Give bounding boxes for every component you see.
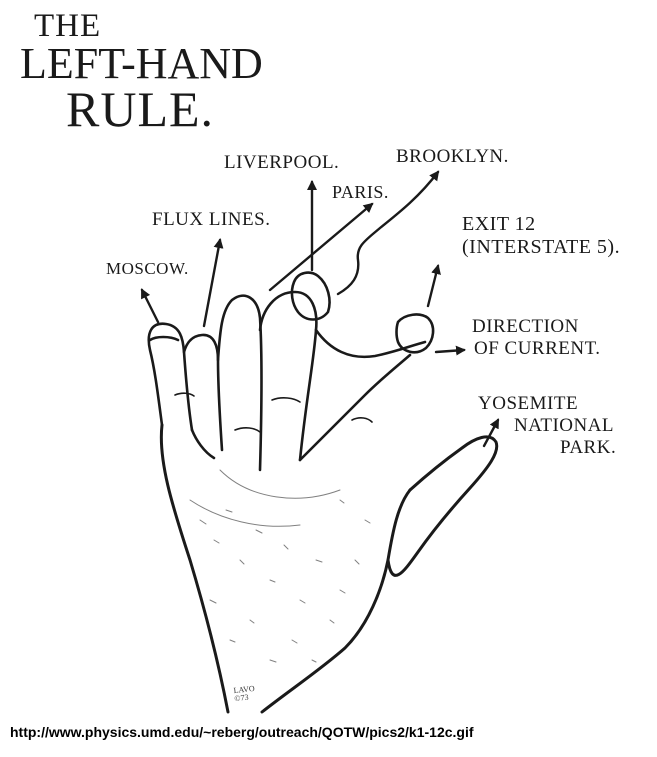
label-moscow: MOSCOW. (106, 259, 189, 278)
artist-signature: LAVO ©73 (233, 684, 256, 703)
source-url-caption: http://www.physics.umd.edu/~reberg/outre… (10, 724, 474, 740)
label-liverpool: LIVERPOOL. (224, 152, 340, 173)
label-yosemite-line1: YOSEMITE (478, 393, 579, 414)
label-flux-lines: FLUX LINES. (152, 209, 271, 230)
title-line-left-hand: LEFT-HAND (20, 39, 263, 88)
title-line-rule: RULE. (66, 81, 215, 137)
label-direction-line1: DIRECTION (472, 316, 579, 337)
label-direction-line2: OF CURRENT. (474, 337, 601, 359)
arrows (140, 170, 500, 448)
label-paris: PARIS. (332, 182, 389, 202)
label-exit-12: EXIT 12 (INTERSTATE 5). (462, 213, 620, 259)
label-brooklyn: BROOKLYN. (396, 146, 509, 167)
label-yosemite-line2: NATIONAL (514, 414, 615, 436)
label-yosemite: YOSEMITE NATIONAL PARK. (478, 393, 616, 459)
fingers (147, 271, 435, 472)
palm-shading (189, 469, 371, 663)
label-yosemite-line3: PARK. (560, 436, 617, 458)
label-exit-line2: (INTERSTATE 5). (462, 236, 621, 258)
title-line-the: THE (34, 8, 102, 44)
label-exit-line1: EXIT 12 (462, 213, 536, 235)
palm-outline (159, 423, 499, 714)
label-direction-of-current: DIRECTION OF CURRENT. (472, 316, 601, 360)
